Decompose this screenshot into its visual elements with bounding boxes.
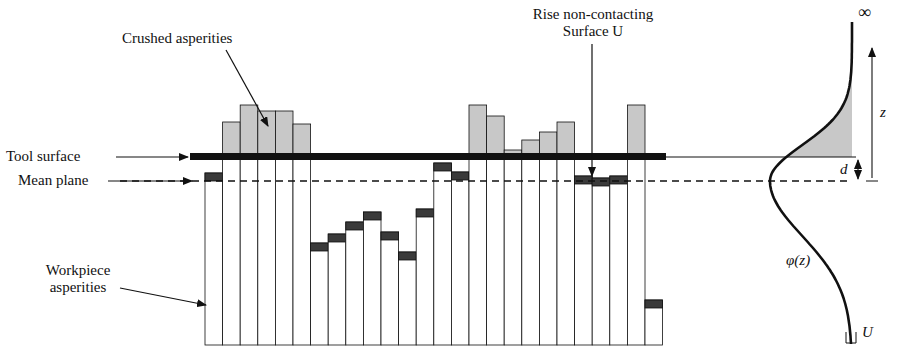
asperity-bar (592, 178, 610, 345)
label-text: U (862, 324, 873, 341)
crushed-asperity (223, 122, 241, 157)
asperity-bar (346, 222, 364, 345)
asperity-cap (434, 163, 452, 171)
asperity-bar (645, 300, 663, 345)
asperity-cap (451, 172, 469, 180)
asperity-cap (399, 252, 417, 260)
asperity-bar (627, 157, 645, 345)
crushed-asperity (487, 116, 505, 157)
asperity-cap (416, 209, 434, 217)
crushed-asperity (293, 124, 311, 157)
asperity-bar (504, 157, 522, 345)
leader-line (116, 156, 188, 157)
label-text: ∞ (858, 4, 871, 21)
asperity-bar (275, 157, 293, 345)
asperity-cap (610, 176, 628, 184)
asperity-bar (610, 176, 628, 345)
distribution-curve (770, 22, 852, 344)
leader-line (226, 50, 268, 126)
asperity-cap (575, 176, 593, 184)
contact-area (786, 22, 852, 157)
asperity-bar (328, 234, 346, 345)
dimension-arrow (857, 160, 858, 179)
crushed-asperity (557, 122, 575, 157)
asperity-bar (258, 157, 276, 345)
asperity-cap (346, 222, 364, 230)
asperity-cap (328, 234, 346, 242)
dimension-arrow (871, 48, 872, 178)
asperity-bar (557, 157, 575, 345)
label-text: Rise non-contacting Surface U (518, 6, 668, 40)
asperity-cap (205, 173, 223, 181)
asperity-bar (575, 176, 593, 345)
asperity-bar (469, 157, 487, 345)
mean-plane-line (120, 180, 852, 181)
leader-line (108, 180, 192, 181)
crushed-asperity (469, 105, 487, 157)
asperity-cap (311, 243, 329, 251)
asperity-bar (434, 163, 452, 345)
asperity-bar (399, 252, 417, 345)
leader-line (591, 44, 592, 176)
crushed-asperity (240, 105, 258, 157)
asperity-bar (487, 157, 505, 345)
asperity-bar (293, 157, 311, 345)
label-text: z (880, 104, 886, 121)
asperity-bar (205, 173, 223, 345)
label-text: Workpiece asperities (36, 262, 120, 296)
tool-level-line (666, 157, 856, 158)
label-text: Tool surface (6, 148, 80, 165)
workpiece-asperities (205, 105, 663, 345)
asperity-bar (416, 209, 434, 345)
leader-line (120, 288, 206, 305)
asperity-bar (539, 157, 557, 345)
label-text: Mean plane (18, 172, 88, 189)
asperity-bar (223, 157, 241, 345)
asperity-bar (522, 157, 540, 345)
height-distribution (770, 22, 852, 344)
asperity-bar (311, 243, 329, 345)
asperity-cap (645, 300, 663, 308)
crushed-asperity (275, 111, 293, 157)
bracket (846, 332, 856, 343)
asperity-bar (363, 212, 381, 345)
asperity-cap (592, 178, 610, 186)
asperity-bar (381, 232, 399, 345)
tool-surface (190, 153, 666, 160)
label-text: Crushed asperities (122, 30, 232, 47)
label-text: φ(z) (786, 252, 810, 269)
crushed-asperity (627, 105, 645, 157)
tick (866, 181, 878, 182)
asperity-bar (451, 172, 469, 345)
asperity-bar (240, 157, 258, 345)
asperity-cap (381, 232, 399, 240)
crushed-asperity (258, 111, 276, 157)
asperity-cap (363, 212, 381, 220)
label-text: d (840, 161, 848, 178)
